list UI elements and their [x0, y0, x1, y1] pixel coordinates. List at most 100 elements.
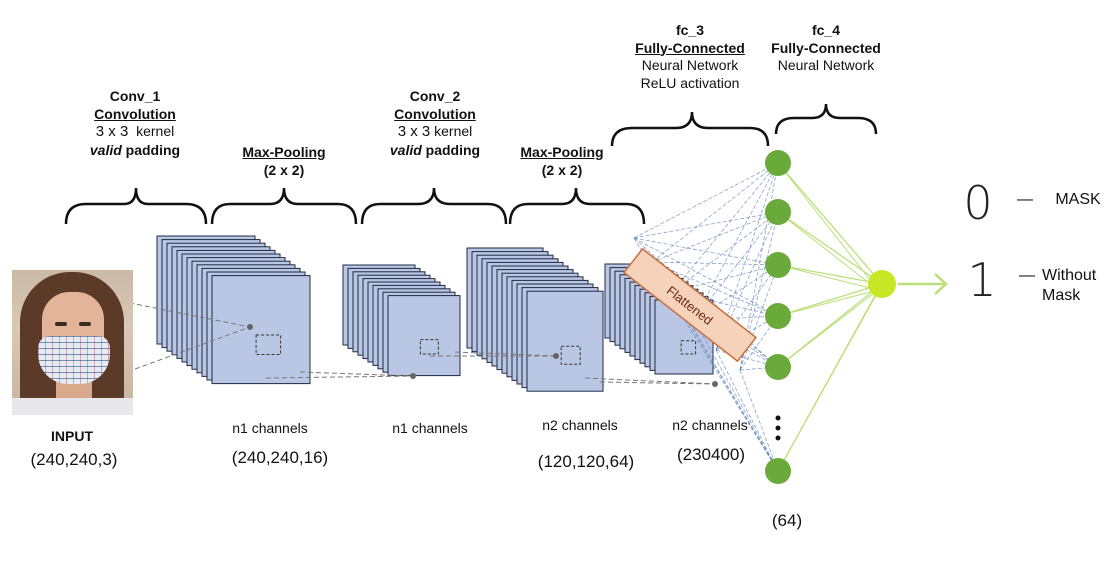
- pool1-label: Max-Pooling (2 x 2): [222, 144, 346, 179]
- receptive-field-box: [680, 340, 697, 355]
- fc4-type: Fully-Connected: [771, 39, 881, 56]
- feature-map-slice: [526, 290, 604, 392]
- feature-map-stacks: [156, 235, 714, 392]
- conv2-kernel-size: 3 x 3: [397, 123, 431, 140]
- fc4-edge: [777, 264, 879, 291]
- conv2-label: Conv_2 Convolution 3 x 3 kernel valid pa…: [370, 88, 500, 159]
- fc3-edge: [633, 211, 779, 239]
- output-neuron-node: [868, 270, 896, 298]
- fc4-edge: [777, 264, 883, 285]
- fc3-label: fc_3 Fully-Connected Neural Network ReLU…: [600, 22, 780, 92]
- fc-neuron-node: [765, 252, 791, 278]
- fc-units: (64): [771, 511, 803, 530]
- fc4-edge: [777, 283, 883, 317]
- fc4-edge: [777, 162, 883, 285]
- fc3-type: Fully-Connected: [635, 39, 745, 56]
- left-eye: [55, 322, 67, 326]
- pool2-shape: (120,120,64): [537, 452, 635, 471]
- conv1-kernel-word: kernel: [136, 123, 175, 139]
- conv2-padding: valid padding: [370, 142, 500, 160]
- flattened-rect: [622, 247, 758, 363]
- conv1-shape: (240,240,16): [231, 448, 329, 467]
- conv2-channels: n2 channels: [542, 417, 618, 433]
- fc4-edge: [777, 211, 883, 285]
- output-one-label-line1: Without: [1042, 267, 1097, 284]
- conv1-padding-word: padding: [125, 141, 181, 158]
- pool1-name: Max-Pooling: [242, 144, 326, 160]
- input-label: INPUT: [51, 428, 93, 444]
- fc3-line1: Neural Network: [641, 57, 739, 73]
- flat-shape: (230400): [676, 445, 746, 464]
- fc3-edge: [651, 211, 779, 263]
- dot: [775, 415, 781, 421]
- fc3-edge: [633, 162, 779, 239]
- conv1-kernel: 3 x 3 kernel: [70, 123, 200, 142]
- fc-neuron-node: [765, 458, 791, 484]
- fc3-edge: [693, 211, 779, 321]
- connection-point: [247, 324, 253, 330]
- connection-line: [584, 377, 716, 385]
- conv1-feature-maps: [156, 235, 311, 385]
- conv1-name: Conv_1: [109, 88, 161, 104]
- input-face-image: [12, 270, 133, 415]
- pool2-label: Max-Pooling (2 x 2): [500, 144, 624, 179]
- conv2-kernel: 3 x 3 kernel: [370, 123, 500, 142]
- conv2-feature-maps: [466, 247, 604, 392]
- fc3-edge: [651, 261, 779, 266]
- fc3-edge: [693, 162, 779, 321]
- fc-neuron-node: [765, 199, 791, 225]
- braces: [64, 103, 878, 225]
- fc3-name: fc_3: [675, 22, 705, 38]
- fc3-edge: [651, 261, 779, 317]
- conv1-type: Convolution: [94, 105, 176, 122]
- connection-line: [265, 375, 414, 379]
- fc4-edge: [777, 162, 879, 291]
- shirt-shape: [12, 398, 133, 415]
- brace-conv1: [64, 187, 208, 225]
- fc-neuron-node: [765, 303, 791, 329]
- fc4-edge: [777, 289, 879, 317]
- fc4-name: fc_4: [811, 22, 841, 38]
- fc3-edge: [715, 264, 779, 351]
- brace-fc4: [774, 103, 878, 135]
- output-one-label-line2: Mask: [1042, 287, 1081, 304]
- fc4-label: fc_4 Fully-Connected Neural Network: [746, 22, 906, 75]
- fc-neuron-node: [765, 354, 791, 380]
- conv1-padding-mode: valid: [89, 141, 122, 158]
- connection-point: [712, 381, 718, 387]
- conv1-label: Conv_1 Convolution 3 x 3 kernel valid pa…: [70, 88, 200, 159]
- brace-pool1: [210, 187, 358, 225]
- conv1-channels: n1 channels: [232, 420, 308, 436]
- fc3-edge: [739, 162, 779, 371]
- fc3-edge: [671, 211, 779, 293]
- output-one-label: Without Mask: [1042, 266, 1112, 306]
- fc-neuron-node: [765, 150, 791, 176]
- fc4-line1: Neural Network: [777, 57, 875, 73]
- receptive-field-box: [419, 339, 439, 355]
- output-zero-glyph: 0: [963, 176, 993, 230]
- fully-connected-nodes: [765, 150, 896, 484]
- output-zero-label: MASK: [1055, 191, 1101, 208]
- output-zero-dash: —: [1017, 191, 1033, 208]
- fc3-edge: [651, 162, 779, 263]
- arrow-head: [934, 273, 948, 295]
- receptive-field-box: [255, 334, 282, 355]
- ellipsis-dots: [775, 415, 781, 441]
- conv1-kernel-size: 3 x 3: [95, 123, 129, 140]
- fc4-edge: [777, 211, 879, 291]
- input-shape: (240,240,3): [30, 450, 118, 469]
- conv1-padding: valid padding: [70, 142, 200, 160]
- fc4-edge: [777, 289, 879, 472]
- fc3-edge: [671, 162, 779, 293]
- feature-map-slice: [211, 275, 311, 385]
- connection-line: [599, 381, 716, 385]
- fc4-edge: [777, 289, 879, 368]
- output-arrow: [898, 273, 948, 295]
- output-one-glyph: 1: [967, 253, 997, 307]
- pool1-channels: n1 channels: [392, 420, 468, 436]
- fc3-line2: ReLU activation: [640, 74, 740, 91]
- brace-conv2: [360, 187, 508, 225]
- connection-point: [410, 373, 416, 379]
